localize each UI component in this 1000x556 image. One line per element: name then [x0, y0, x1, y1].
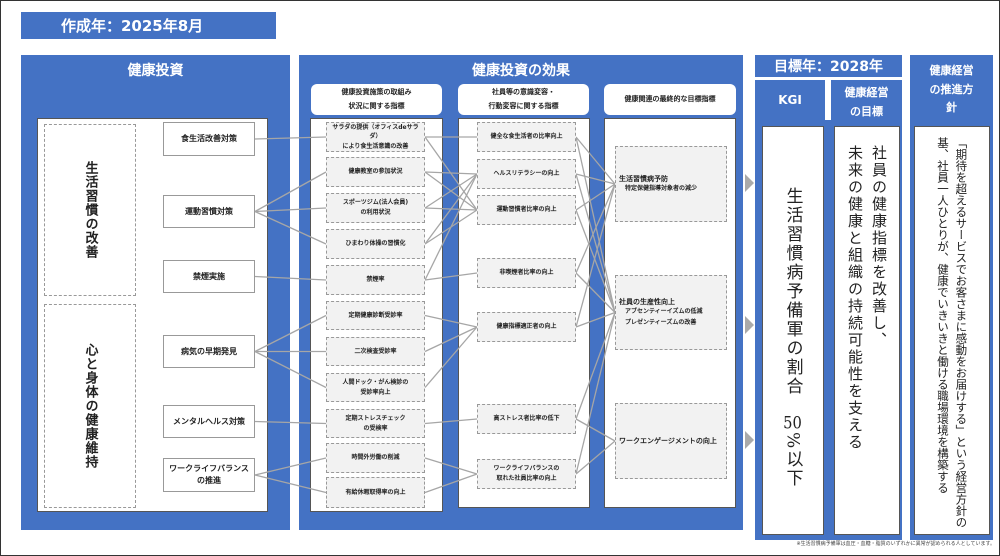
connector-line: [575, 173, 616, 185]
connector-line: [575, 312, 616, 420]
category-mind-body: 心と身体の健康維持: [44, 304, 136, 508]
connector-line: [254, 474, 327, 494]
indicator-item: 二次検査受診率: [326, 337, 425, 366]
measure-smoking: 禁煙実施: [163, 260, 255, 293]
outcome-title: 社員の生産性向上: [619, 298, 675, 307]
category-label: 生活習慣の改善: [82, 161, 98, 259]
connector-line: [424, 173, 478, 209]
connector-line: [424, 171, 478, 175]
connector-line: [424, 314, 478, 328]
outcome-productivity: 社員の生産性向上アブセンティーイズムの低減プレゼンティーズムの改善: [615, 275, 727, 350]
created-year-label: 作成年：2025年8月: [21, 12, 276, 39]
chevron-right-icon: [745, 174, 754, 192]
connector-line: [424, 272, 478, 281]
connector-line: [254, 275, 327, 281]
connector-line: [575, 136, 616, 313]
footnote: ※生活習慣病予備軍は血圧・血糖・脂質のいずれかに異常が認められる人としています。: [760, 540, 995, 547]
policy-header: 健康経営 の推進方 針: [910, 55, 993, 125]
indicator-item: 時間外労働の削減: [326, 443, 425, 473]
goal-box: 社員の健康指標を改善し、未来の健康と組織の持続可能性を支える: [834, 126, 900, 535]
connector-line: [254, 420, 327, 425]
indicator-item: 人間ドック・がん検診の 受診率向上: [326, 373, 425, 402]
connector-line: [575, 183, 616, 274]
policy-box: 「期待を超えるサービスでお客さまに感動をお届けする」という経営方針の基、社員一人…: [914, 126, 990, 535]
connector-line: [575, 312, 616, 475]
behavior-item: 健康指標適正者の向上: [477, 312, 576, 342]
connector-line: [575, 183, 616, 211]
connector-line: [254, 314, 327, 353]
connector-line: [575, 272, 616, 313]
indicator-item: サラダの提供（オフィスdeサラダ） により食生活意識の改善: [326, 122, 425, 152]
behavior-item: ヘルスリテラシーの向上: [477, 159, 576, 189]
connector-line: [575, 440, 616, 475]
connector-line: [254, 457, 327, 476]
goal-text: 社員の健康指標を改善し、未来の健康と組織の持続可能性を支える: [843, 145, 891, 534]
outcome-title: ワークエンゲージメントの向上: [619, 437, 717, 445]
connector-line: [424, 326, 478, 353]
behavior-item: 高ストレス者比率の低下: [477, 404, 576, 434]
connector-line: [575, 418, 616, 442]
connector-line: [575, 183, 616, 328]
indicator-item: 有給休暇取得率の向上: [326, 477, 425, 508]
category-label: 心と身体の健康維持: [82, 343, 98, 469]
connector-line: [424, 473, 478, 494]
col-header-behaviors: 社員等の意識変容・ 行動変容に関する指標: [458, 84, 589, 115]
measure-early-detection: 病気の早期発見: [163, 335, 255, 368]
investment-title: 健康投資: [127, 63, 184, 79]
kgi-header: KGI: [755, 80, 825, 120]
connector-line: [254, 207, 327, 213]
connector-line: [575, 209, 616, 313]
kgi-unit: %以下: [782, 432, 803, 489]
connector-line: [424, 173, 478, 281]
indicator-item: 健康教室の参加状況: [326, 157, 425, 187]
connector-line: [424, 418, 478, 425]
measure-mental: メンタルヘルス対策: [163, 405, 255, 438]
indicator-item: ひまわり体操の習慣化: [326, 229, 425, 259]
effects-title: 健康投資の効果: [472, 63, 570, 79]
kgi-label: 生活習慣病予備軍の割合: [782, 187, 803, 396]
connector-line: [424, 326, 478, 388]
connector-line: [575, 311, 616, 328]
chevron-right-icon: [745, 316, 754, 334]
connector-line: [254, 210, 327, 245]
behavior-item: 運動習慣者比率の向上: [477, 195, 576, 225]
col-header-indicators: 健康投資施策の取組み 状況に関する指標: [311, 84, 442, 115]
connector-line: [575, 136, 616, 185]
indicator-item: 禁煙率: [326, 265, 425, 295]
goal-line: 社員の健康指標を改善し、: [870, 145, 888, 349]
connector-line: [424, 173, 478, 245]
behavior-item: 非喫煙者比率の向上: [477, 258, 576, 288]
outcome-title: 生活習慣病予防: [619, 174, 668, 183]
kgi-value: 50: [783, 415, 802, 432]
kgi-text: 生活習慣病予備軍の割合 50%以下: [781, 187, 806, 534]
indicator-item: スポーツジム(法人会員) の利用状況: [326, 193, 425, 223]
goal-line: 未来の健康と組織の持続可能性を支える: [846, 145, 864, 451]
connector-line: [254, 136, 327, 140]
category-lifestyle: 生活習慣の改善: [44, 124, 136, 296]
outcome-sub: 特定保健指導対象者の減少: [625, 184, 698, 192]
outcome-engagement: ワークエンゲージメントの向上: [615, 403, 727, 479]
connector-line: [254, 350, 327, 389]
outcome-lifestyle-disease: 生活習慣病予防特定保健指導対象者の減少: [615, 146, 727, 222]
behavior-item: 健全な食生活者の比率向上: [477, 122, 576, 152]
measure-exercise: 運動習慣対策: [163, 195, 255, 228]
connector-line: [575, 173, 616, 313]
measure-diet: 食生活改善対策: [163, 122, 255, 156]
indicator-item: 定期ストレスチェック の受検率: [326, 409, 425, 438]
kgi-box: 生活習慣病予備軍の割合 50%以下: [762, 126, 824, 535]
outcome-sub: プレゼンティーズムの改善: [625, 318, 697, 326]
goal-header: 健康経営 の目標: [831, 80, 902, 125]
indicator-item: 定期健康診断受診率: [326, 301, 425, 330]
measure-work-life: ワークライフバランス の推進: [163, 458, 255, 492]
outcome-sub: アブセンティーイズムの低減: [625, 308, 703, 316]
connector-line: [424, 457, 478, 475]
target-year: 目標年：2028年: [755, 55, 902, 77]
col-header-outcomes: 健康関連の最終的な目標指標: [604, 84, 736, 115]
policy-text: 「期待を超えるサービスでお客さまに感動をお届けする」という経営方針の基、社員一人…: [936, 137, 969, 528]
behavior-item: ワークライフバランスの 取れた社員比率の向上: [477, 459, 576, 489]
connector-line: [254, 171, 327, 213]
chevron-right-icon: [745, 431, 754, 449]
